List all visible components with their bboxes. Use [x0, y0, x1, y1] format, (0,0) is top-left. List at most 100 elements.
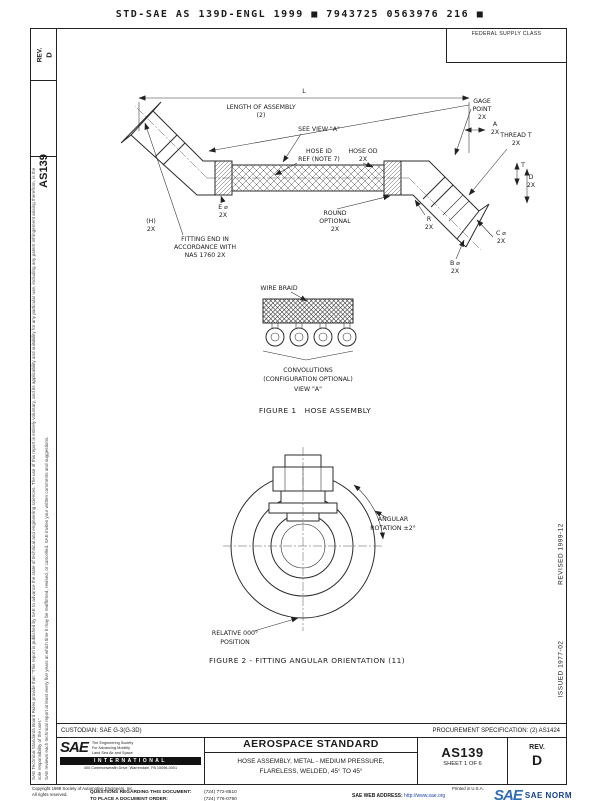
- rev-value-vertical: D: [44, 52, 54, 58]
- page-footer: Copyright 1999 Society of Automotive Eng…: [0, 785, 600, 801]
- sae-norm-logo-icon: SAE: [494, 787, 523, 801]
- dim-e-2x: 2X: [219, 212, 228, 219]
- rev-box: REV. D: [31, 29, 56, 81]
- dim-l-label: L: [302, 88, 306, 95]
- web-address-label: SAE WEB ADDRESS:: [352, 793, 403, 799]
- hose-id-label-1: HOSE ID: [306, 148, 332, 155]
- sae-logo-row: SAE The Engineering Society For Advancin…: [60, 740, 201, 756]
- revision-value: D: [531, 752, 543, 768]
- thread-t-label-1: THREAD T: [499, 132, 532, 139]
- length-of-assembly-label: LENGTH OF ASSEMBLY: [226, 104, 296, 111]
- order-row: TO PLACE A DOCUMENT ORDER: (724) 776-079…: [90, 797, 237, 801]
- hose-od-label-2: 2X: [359, 156, 368, 163]
- revision-cell: REV. D: [508, 738, 566, 784]
- document-number: AS139: [441, 745, 484, 760]
- sae-logo: SAE: [60, 739, 89, 756]
- angular-rotation-label-2: ROTATION ±2°: [370, 524, 416, 532]
- tagline-line2: For Advancing Mobility: [91, 745, 131, 750]
- dim-t-label: T: [520, 162, 525, 169]
- standard-type-heading: AEROSPACE STANDARD: [205, 738, 417, 753]
- printed-in-usa: Printed in U.S.A.: [452, 786, 484, 791]
- questions-phone: (724) 772-8510: [204, 790, 237, 795]
- dim-a-2x: 2X: [491, 129, 500, 136]
- revised-date: REVISED 1999-12: [557, 523, 565, 585]
- dim-c-2x: 2X: [497, 238, 506, 245]
- left-margin-strip: REV. D AS139 SAE Technical Standards Boa…: [31, 29, 57, 784]
- figure1-drawing: L LENGTH OF ASSEMBLY (2) GAGE POINT 2X A…: [120, 88, 536, 275]
- issued-date: ISSUED 1977-02: [557, 640, 565, 698]
- figure2-drawing: ANGULAR ROTATION ±2° RELATIVE 000° POSIT…: [209, 447, 416, 665]
- technical-drawing: L LENGTH OF ASSEMBLY (2) GAGE POINT 2X A…: [120, 88, 536, 665]
- doc-number-box: AS139: [31, 81, 56, 188]
- dim-d-2x: 2X: [527, 182, 536, 189]
- federal-supply-class-box: FEDERAL SUPPLY CLASS: [446, 29, 566, 63]
- questions-label: QUESTIONS REGARDING THIS DOCUMENT:: [90, 790, 192, 795]
- document-title-line2: FLARELESS, WELDED, 45° TO 45°: [259, 767, 363, 775]
- disclaimer-paragraph-1: SAE Technical Standards Board Rules prov…: [31, 167, 42, 780]
- gage-point-label-1: GAGE: [473, 98, 491, 105]
- federal-supply-class-label: FEDERAL SUPPLY CLASS: [471, 31, 542, 37]
- fitting-end-label-1: FITTING END IN: [181, 236, 229, 243]
- order-label: TO PLACE A DOCUMENT ORDER:: [90, 796, 168, 801]
- tagline-line3: Land Sea Air and Space: [91, 750, 133, 755]
- document-title-line1: HOSE ASSEMBLY, METAL - MEDIUM PRESSURE,: [237, 758, 385, 765]
- dim-e-label: E ⌀: [218, 204, 228, 211]
- sae-tagline: The Engineering Society For Advancing Mo…: [92, 741, 133, 756]
- length-note: (2): [257, 112, 266, 119]
- revision-label: REV.: [529, 744, 545, 751]
- thread-t-label-2: 2X: [512, 140, 521, 147]
- figure1-caption: FIGURE 1 HOSE ASSEMBLY: [259, 406, 371, 415]
- web-address-url: http://www.sae.org: [404, 793, 446, 799]
- dim-r-label: R: [427, 216, 432, 223]
- custodian: CUSTODIAN: SAE G-3(G-3D): [61, 727, 142, 734]
- dim-a-label: A: [493, 121, 498, 128]
- sae-norm-text: SAE NORM: [524, 791, 572, 800]
- angular-rotation-label-1: ANGULAR: [378, 516, 409, 523]
- figure2-caption: FIGURE 2 - FITTING ANGULAR ORIENTATION (…: [209, 656, 405, 665]
- convolutions-label-3: VIEW "A": [294, 386, 322, 393]
- convolutions-label-2: (CONFIGURATION OPTIONAL): [263, 376, 353, 383]
- dim-b-label: B ⌀: [450, 260, 460, 267]
- dim-c-label: C ⌀: [496, 230, 506, 237]
- see-view-a-label: SEE VIEW "A": [298, 126, 340, 133]
- sae-norm-watermark: SAE SAE NORM: [494, 787, 572, 801]
- hose-id-label-2: REF (NOTE 7): [298, 156, 340, 163]
- dim-h-2x: 2X: [147, 226, 156, 233]
- dim-b-2x: 2X: [451, 268, 460, 275]
- fitting-end-label-3: NAS 1760 2X: [185, 252, 226, 259]
- copyright-block: Copyright 1999 Society of Automotive Eng…: [32, 786, 134, 798]
- disclaimer-paragraph-2: SAE reviews each technical report at lea…: [44, 436, 50, 780]
- custodian-row: CUSTODIAN: SAE G-3(G-3D) PROCUREMENT SPE…: [57, 723, 566, 737]
- convolutions-label-1: CONVOLUTIONS: [283, 367, 333, 374]
- order-phone: (724) 776-0790: [204, 796, 237, 801]
- rev-label-vertical: REV.: [36, 47, 44, 63]
- document-number-cell: AS139 SHEET 1 OF 6: [418, 738, 508, 784]
- drawing-frame: REV. D AS139 SAE Technical Standards Boa…: [30, 28, 567, 785]
- tagline-line1: The Engineering Society: [91, 741, 134, 745]
- questions-row: QUESTIONS REGARDING THIS DOCUMENT: (724)…: [90, 790, 237, 797]
- title-block: SAE The Engineering Society For Advancin…: [57, 737, 566, 784]
- relative-position-label-2: POSITION: [220, 639, 250, 646]
- dim-r-2x: 2X: [425, 224, 434, 231]
- sheet-number: SHEET 1 OF 6: [443, 761, 482, 767]
- contact-block: QUESTIONS REGARDING THIS DOCUMENT: (724)…: [90, 790, 237, 801]
- sae-address: 400 Commonwealth Drive, Warrendale, PA 1…: [83, 765, 178, 770]
- procurement-specification: PROCUREMENT SPECIFICATION: (2) AS1424: [432, 727, 560, 734]
- hose-od-label-1: HOSE OD: [349, 148, 378, 155]
- document-code-line: STD-SAE AS 139D-ENGL 1999 ■ 7943725 0563…: [115, 9, 485, 20]
- round-optional-label-1: ROUND: [323, 210, 346, 217]
- web-address: SAE WEB ADDRESS: http://www.sae.org: [352, 793, 445, 799]
- gage-point-label-2: POINT: [473, 106, 492, 113]
- disclaimer-text: SAE Technical Standards Board Rules prov…: [31, 160, 57, 780]
- view-a-detail: WIRE BRAID CONVOLUTIONS (CONFIGURATION O…: [259, 285, 371, 415]
- wire-braid-label: WIRE BRAID: [260, 285, 297, 292]
- round-optional-label-2: OPTIONAL: [319, 218, 351, 225]
- standard-title-cell: AEROSPACE STANDARD HOSE ASSEMBLY, METAL …: [205, 738, 418, 784]
- gage-point-label-3: 2X: [478, 114, 487, 121]
- document-title: HOSE ASSEMBLY, METAL - MEDIUM PRESSURE, …: [205, 753, 417, 776]
- copyright-line2: All rights reserved.: [32, 791, 68, 797]
- copyright-line1: Copyright 1999 Society of Automotive Eng…: [32, 786, 134, 791]
- fitting-end-label-2: ACCORDANCE WITH: [174, 244, 236, 251]
- dim-d-label: D: [529, 174, 534, 181]
